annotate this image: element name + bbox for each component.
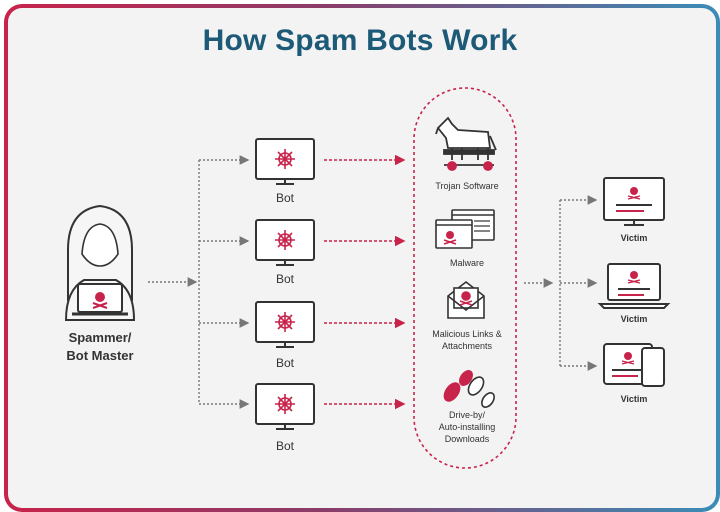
malicious-links-label-line2: Attachments	[442, 341, 493, 351]
virus-icon	[275, 394, 295, 414]
bot-label: Bot	[276, 272, 295, 286]
victim-label: Victim	[621, 233, 648, 243]
trojan-horse-icon	[435, 116, 497, 171]
spammer-label-line2: Bot Master	[66, 348, 133, 363]
victim-laptop-icon	[597, 263, 671, 309]
virus-icon	[275, 312, 295, 332]
drive-by-label-line3: Downloads	[445, 434, 490, 444]
skull-icon	[92, 292, 108, 309]
bot-monitor-icon	[255, 383, 315, 430]
diagram-frame	[4, 4, 720, 512]
malicious-links-label-line1: Malicious Links &	[432, 329, 502, 339]
bot-label: Bot	[276, 191, 295, 205]
drive-by-label-line2: Auto-installing	[439, 422, 496, 432]
bot-label: Bot	[276, 439, 295, 453]
bot-label: Bot	[276, 356, 295, 370]
spammer-to-bots-connector	[148, 155, 250, 409]
bots-to-methods-connector	[324, 154, 406, 410]
drive-by-label-line1: Drive-by/	[449, 410, 486, 420]
victim-monitor-icon	[603, 177, 665, 226]
skull-icon	[443, 231, 457, 245]
bot-monitor-icon	[255, 138, 315, 185]
bot-monitor-icon	[255, 301, 315, 348]
attack-methods-capsule	[413, 87, 517, 469]
virus-icon	[275, 149, 295, 169]
methods-to-victims-connector	[524, 195, 598, 371]
victim-label: Victim	[621, 314, 648, 324]
malware-label: Malware	[450, 258, 484, 268]
malicious-envelope-icon	[447, 280, 485, 319]
trojan-software-label: Trojan Software	[435, 181, 498, 191]
diagram-title: How Spam Bots Work	[202, 24, 518, 57]
victim-tablet-phone-icon	[603, 343, 665, 387]
drive-by-footprints-icon	[443, 370, 495, 408]
bot-monitor-icon	[255, 219, 315, 266]
spammer-label-line1: Spammer/	[69, 330, 132, 345]
victim-label: Victim	[621, 394, 648, 404]
virus-icon	[275, 230, 295, 250]
malware-windows-icon	[435, 209, 495, 249]
spammer-hooded-figure-icon	[64, 204, 136, 321]
